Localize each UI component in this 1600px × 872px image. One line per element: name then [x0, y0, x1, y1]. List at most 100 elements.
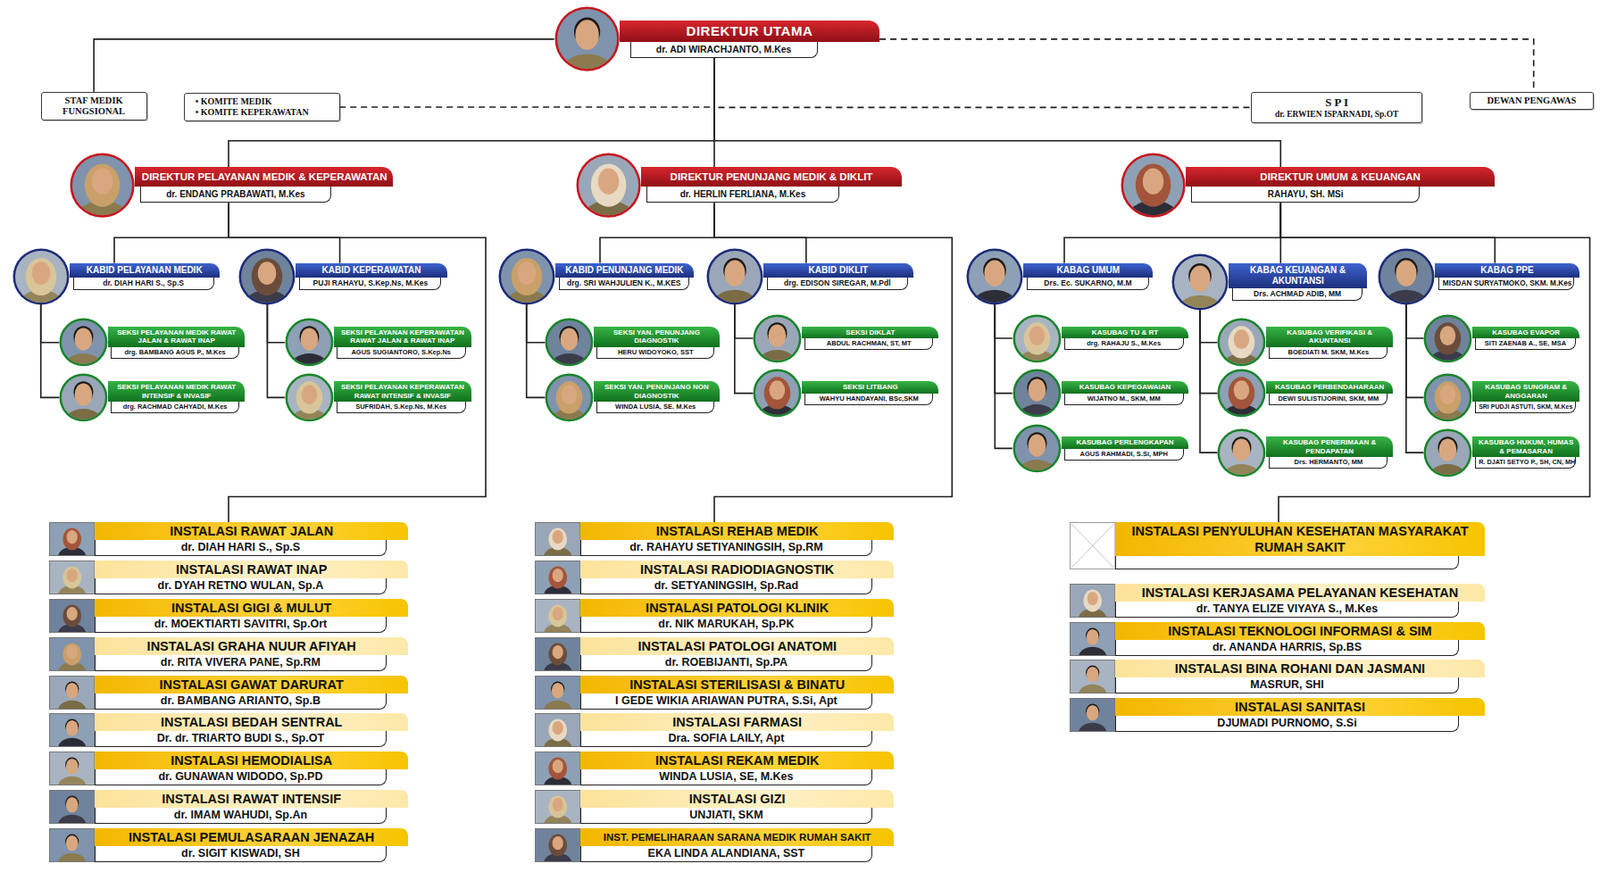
box-text: • KOMITE KEPERAWATAN: [190, 107, 334, 118]
title-text: KASUBAG TU & RT: [1061, 326, 1190, 340]
portrait-body: [58, 815, 87, 824]
portrait-face: [1439, 438, 1458, 461]
portrait-face: [1395, 259, 1417, 286]
portrait-photo: [534, 828, 581, 863]
director-box: DIREKTUR PELAYANAN MEDIK & KEPERAWATANdr…: [69, 166, 393, 203]
title-text: INSTALASI GAWAT DARURAT: [94, 675, 409, 694]
title-text: SEKSI PELAYANAN MEDIK RAWAT JALAN & RAWA…: [108, 326, 245, 348]
name-text: drg. BAMBANG AGUS P., M.Kes: [110, 347, 240, 359]
name-text: BOEDIATI M. SKM, M.Kes: [1268, 347, 1388, 359]
installation-box: INSTALASI FARMASIDra. SOFIA LAILY, Apt: [534, 713, 894, 748]
connector: [526, 290, 546, 399]
portrait: [1120, 152, 1186, 242]
installation-box: INSTALASI PATOLOGI KLINIKdr. NIK MARUKAH…: [534, 599, 894, 634]
portrait-face: [31, 261, 50, 285]
portrait-face: [561, 384, 578, 405]
portrait-face: [66, 683, 79, 699]
title-text: SEKSI PELAYANAN KEPERAWATAN RAWAT INTENS…: [333, 381, 472, 402]
portrait-hijab: [1228, 377, 1256, 410]
portrait-photo: [49, 713, 95, 748]
portrait-face: [551, 722, 563, 736]
portrait-face: [1233, 329, 1250, 350]
portrait-face: [66, 797, 79, 813]
connector: [228, 202, 486, 523]
portrait-face: [769, 380, 786, 400]
portrait: [535, 638, 580, 671]
name-text: dr. GUNAWAN WIDODO, Sp.PD: [94, 769, 386, 786]
portrait: [535, 714, 580, 747]
name-text: PUJI RAHAYU, S.Kep.Ns, M.Kes: [299, 277, 442, 291]
portrait-photo: [1069, 622, 1116, 657]
department-head-box: KABID PENUNJANG MEDIKdrg. SRI WAHJULIEN …: [498, 263, 694, 291]
portrait-photo: [58, 373, 109, 423]
portrait: [1070, 699, 1115, 732]
portrait: [535, 523, 580, 556]
portrait-photo: [12, 248, 70, 306]
installation-box: INSTALASI RAWAT INAPdr. DYAH RETNO WULAN…: [49, 560, 409, 595]
node-content: KABID KEPERAWATANPUJI RAHAYU, S.Kep.Ns, …: [295, 263, 447, 291]
title-text: KASUBAG PERBENDAHARAAN: [1266, 381, 1393, 394]
portrait-hijab: [84, 163, 120, 207]
connector: [1406, 290, 1424, 399]
department-head-box: KABAG PPEMISDAN SURYATMOKO, SKM. M.Kes: [1377, 263, 1580, 291]
name-text: SITI ZAENAB A., SE, MSA: [1475, 338, 1576, 350]
title-text: INSTALASI RAWAT INAP: [94, 560, 409, 579]
portrait-photo: [1171, 253, 1229, 311]
portrait-photo: [284, 317, 334, 367]
portrait-photo: [534, 675, 581, 710]
node-content: INSTALASI RAWAT INAPdr. DYAH RETNO WULAN…: [94, 560, 409, 595]
section-box: SEKSI PELAYANAN MEDIK RAWAT JALAN & RAWA…: [58, 326, 245, 359]
node-content: INSTALASI FARMASIDra. SOFIA LAILY, Apt: [580, 713, 894, 748]
connector: [1280, 202, 1495, 263]
portrait-hijab: [295, 381, 323, 414]
node-content: INSTALASI KERJASAMA PELAYANAN KESEHATANd…: [1115, 583, 1485, 618]
section-box: KASUBAG PERBENDAHARAANDEWI SULISTIJORINI…: [1216, 381, 1393, 406]
portrait: [1070, 623, 1115, 656]
portrait-face: [66, 607, 77, 621]
node-content: KABID DIKLITdrg. EDISON SIREGAR, M.Pdl: [763, 263, 914, 291]
portrait-face: [66, 530, 77, 544]
portrait-face: [66, 720, 79, 736]
portrait-face: [724, 259, 745, 286]
node-content: INSTALASI STERILISASI & BINATUI GEDE WIK…: [580, 675, 894, 710]
node-content: INSTALASI RAWAT INTENSIFdr. IMAM WAHUDI,…: [94, 790, 409, 825]
node-content: INSTALASI PATOLOGI KLINIKdr. NIK MARUKAH…: [580, 599, 894, 634]
portrait: [1171, 253, 1229, 333]
portrait-photo: [1120, 152, 1186, 218]
portrait-photo: [498, 248, 556, 306]
node-content: SEKSI DIKLATABDUL RACHMAN, ST, MT: [801, 326, 939, 351]
portrait-face: [1086, 591, 1098, 606]
portrait: [535, 676, 580, 709]
installation-box: INSTALASI KERJASAMA PELAYANAN KESEHATANd…: [1069, 583, 1485, 618]
portrait-body: [1175, 295, 1225, 333]
section-box: KASUBAG EVAPORSITI ZAENAB A., SE, MSA: [1423, 326, 1580, 351]
portrait-face: [66, 645, 77, 659]
portrait: [50, 676, 94, 709]
portrait-face: [1086, 705, 1100, 721]
portrait: [1070, 584, 1115, 617]
node-content: KABID PENUNJANG MEDIKdrg. SRI WAHJULIEN …: [555, 263, 694, 291]
portrait-hijab: [1023, 322, 1050, 355]
portrait-body: [58, 853, 87, 862]
name-text: Dr. dr. TRIARTO BUDI S., Sp.OT: [94, 731, 386, 748]
portrait-body: [1077, 646, 1107, 655]
dashed-connector: [340, 58, 715, 108]
connector: [1406, 290, 1424, 453]
title-text: KASUBAG PERLENGKAPAN: [1061, 436, 1190, 450]
portrait-photo: [752, 314, 802, 364]
connector: [734, 290, 754, 394]
title-text: KABAG PPE: [1434, 263, 1580, 278]
name-text: AGUS SUGIANTORO, S.Kep.Ns: [336, 347, 467, 359]
section-box: SEKSI PELAYANAN KEPERAWATAN RAWAT JALAN …: [284, 326, 472, 359]
name-text: dr. ADI WIRACHJANTO, M.Kes: [630, 41, 818, 59]
portrait-hijab: [1135, 163, 1171, 207]
installation-box: INSTALASI HEMODIALISAdr. GUNAWAN WIDODO,…: [49, 751, 409, 786]
portrait-body: [1427, 464, 1469, 496]
portrait-photo: [49, 637, 95, 672]
title-text: INSTALASI STERILISASI & BINATU: [580, 675, 894, 694]
node-content: INSTALASI REHAB MEDIKdr. RAHAYU SETIYANI…: [580, 522, 894, 557]
title-text: INSTALASI BINA ROHANI DAN JASMANI: [1115, 659, 1485, 678]
portrait: [238, 248, 296, 327]
title-text: SEKSI LITBANG: [801, 381, 939, 394]
